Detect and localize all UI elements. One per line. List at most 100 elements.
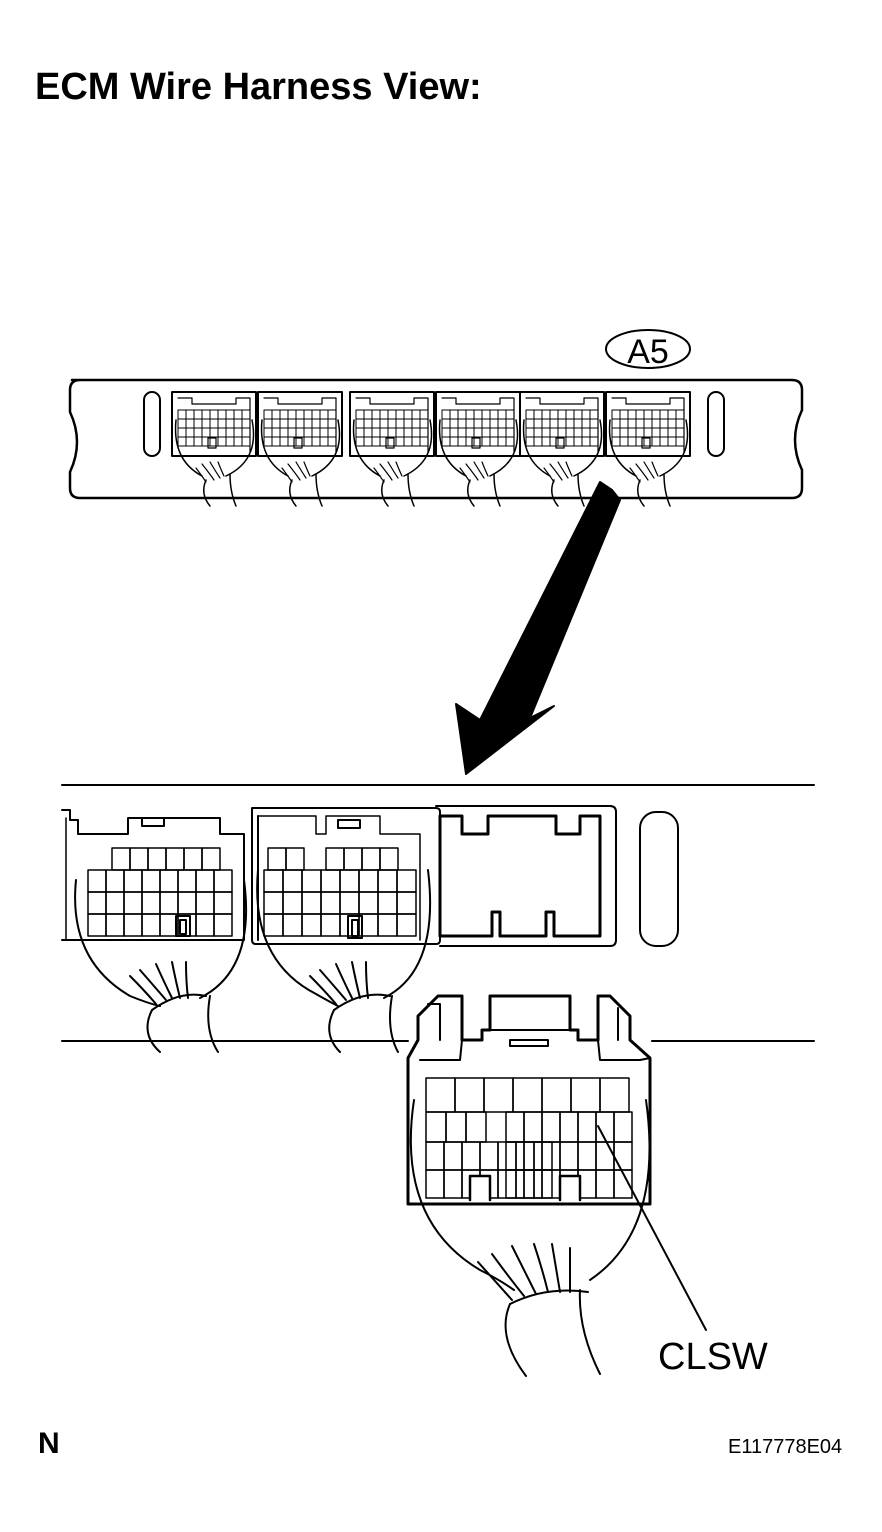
pin-cell xyxy=(301,891,322,915)
pin-cell xyxy=(425,1111,447,1143)
left-slot xyxy=(143,391,161,457)
mini-connector-5 xyxy=(519,391,605,507)
pin-cell xyxy=(358,891,379,915)
pin-cell xyxy=(613,1111,633,1143)
pin-cell xyxy=(195,913,215,937)
enlarged-socket-2 xyxy=(251,807,441,1053)
pin-cell xyxy=(147,847,167,871)
diagram-title: ECM Wire Harness View: xyxy=(35,66,482,108)
mini-connector-4 xyxy=(435,391,521,507)
pin-cell xyxy=(141,869,161,893)
pin-cell xyxy=(570,1077,601,1113)
ecm-overview: A5 xyxy=(68,329,804,507)
pin-cell xyxy=(377,869,398,893)
figure-id: E117778E04 xyxy=(728,1436,843,1458)
pin-cell xyxy=(263,891,284,915)
clsw-leader-line xyxy=(597,1125,707,1331)
pin-cell xyxy=(396,913,417,937)
right-slot-enlarged xyxy=(639,811,679,947)
pin-cell xyxy=(505,1141,525,1171)
pin-cell xyxy=(325,847,345,871)
pin-cell xyxy=(515,1169,535,1199)
pin-cell xyxy=(512,1077,543,1113)
connector-a5-label: A5 xyxy=(627,333,669,371)
pin-cell xyxy=(595,1141,615,1171)
pin-cell xyxy=(445,1111,467,1143)
pin-cell xyxy=(129,847,149,871)
pin-cell xyxy=(282,913,303,937)
pin-cell xyxy=(483,1077,514,1113)
connector-icon xyxy=(406,994,652,1377)
pin-cell xyxy=(425,1077,456,1113)
pin-cell xyxy=(320,891,341,915)
pin-cell xyxy=(201,847,221,871)
orientation-mark: N xyxy=(38,1427,60,1460)
pin-cell xyxy=(541,1111,561,1143)
plug-notch xyxy=(468,1174,582,1202)
pin-cell xyxy=(195,891,215,915)
pin-cell xyxy=(301,869,322,893)
pin-cell xyxy=(613,1141,633,1171)
pin-cell xyxy=(282,891,303,915)
mini-connector-3 xyxy=(349,391,435,507)
pin-cell xyxy=(443,1141,463,1171)
pin-cell xyxy=(339,891,360,915)
pin-cell xyxy=(559,1111,579,1143)
pin-cell xyxy=(141,913,161,937)
enlarged-socket-3-a5 xyxy=(435,805,679,947)
pin-cell xyxy=(396,869,417,893)
pin-cell xyxy=(541,1077,572,1113)
pin-cell xyxy=(523,1111,543,1143)
pin-cell xyxy=(165,847,185,871)
pin-cell xyxy=(577,1141,597,1171)
pin-cell xyxy=(213,891,233,915)
pin-cell xyxy=(533,1141,553,1171)
pin-cell xyxy=(339,913,360,937)
arrow-icon xyxy=(455,481,621,775)
pin-cell xyxy=(443,1169,463,1199)
pin-cell xyxy=(159,869,179,893)
pin-cell xyxy=(479,1141,499,1171)
pin-cell xyxy=(105,869,125,893)
pin-cell xyxy=(285,847,305,871)
pin-cell xyxy=(159,891,179,915)
pin-cell xyxy=(358,869,379,893)
connector-row xyxy=(171,391,691,507)
pin-cell xyxy=(177,869,197,893)
pin-cell xyxy=(577,1111,597,1143)
pin-cell xyxy=(533,1169,553,1199)
pin-cell xyxy=(263,869,284,893)
pin-cell xyxy=(111,847,131,871)
pin-cell xyxy=(425,1141,445,1171)
connector-a5-callout xyxy=(605,329,691,369)
pin-cell xyxy=(123,869,143,893)
pin-cell xyxy=(343,847,363,871)
pin-cell xyxy=(320,913,341,937)
pin-cell xyxy=(541,1169,561,1199)
pin-cell xyxy=(87,891,107,915)
pin-cell xyxy=(213,913,233,937)
pin-cell xyxy=(123,891,143,915)
pin-cell xyxy=(105,913,125,937)
pin-cell xyxy=(461,1141,481,1171)
pin-cell xyxy=(541,1141,561,1171)
pin-cell xyxy=(595,1169,615,1199)
pin-cell xyxy=(213,869,233,893)
pin-cell xyxy=(377,891,398,915)
pin-cell xyxy=(505,1111,525,1143)
pin-cell xyxy=(195,869,215,893)
pin-cell xyxy=(559,1141,579,1171)
pin-cell xyxy=(183,847,203,871)
pin-cell xyxy=(523,1141,543,1171)
enlarged-socket-1 xyxy=(61,809,248,1053)
pin-cell xyxy=(105,891,125,915)
pin-cell xyxy=(515,1141,535,1171)
pin-cell xyxy=(177,891,197,915)
pin-cell xyxy=(379,847,399,871)
pin-cell xyxy=(301,913,322,937)
terminal-clsw-label: CLSW xyxy=(658,1336,768,1378)
pin-cell xyxy=(339,869,360,893)
pin-cell xyxy=(361,847,381,871)
pin-cell xyxy=(523,1169,543,1199)
